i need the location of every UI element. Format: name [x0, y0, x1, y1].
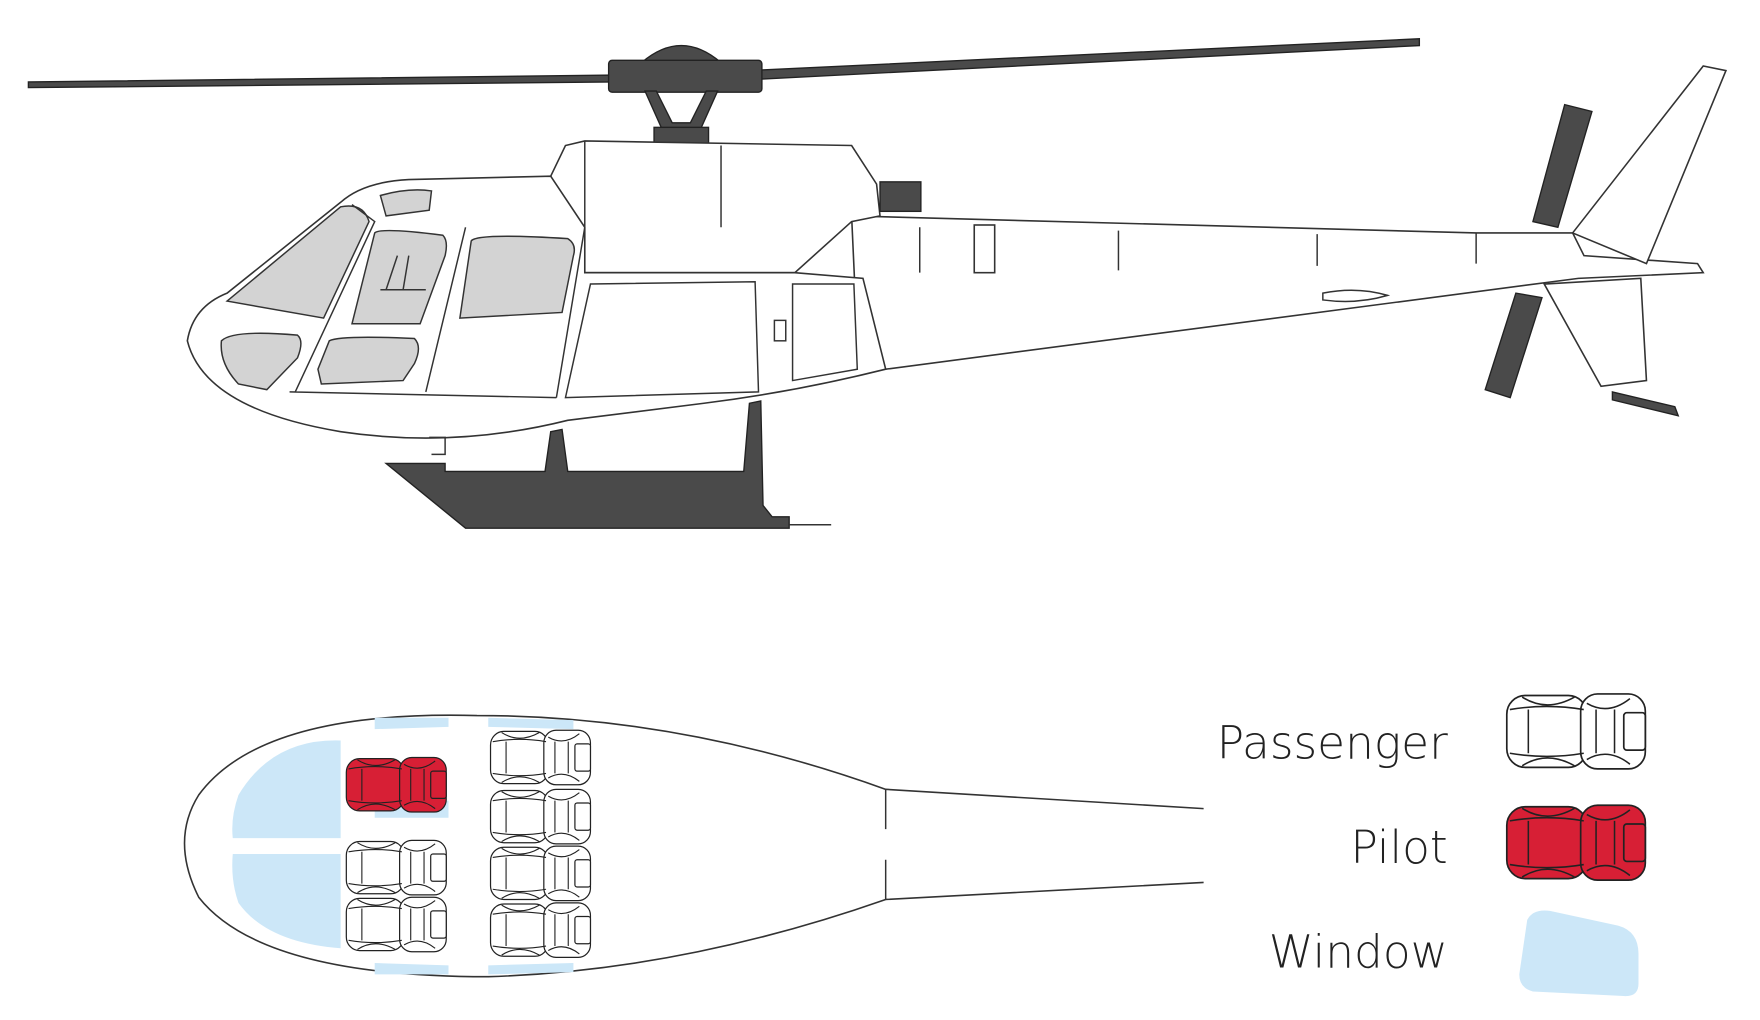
roof-window	[379, 189, 433, 217]
top-view-cabin	[183, 714, 1204, 978]
rear-hatch	[791, 283, 859, 382]
legend-window-label: Window	[1269, 926, 1448, 979]
tail-fin	[1571, 65, 1728, 265]
door-handle	[773, 319, 787, 342]
top-view-windows	[232, 717, 574, 975]
window-area	[232, 854, 341, 949]
tail-rotor-blade-top	[1532, 103, 1593, 229]
legend-window-swatch	[1519, 910, 1639, 997]
tail-fin-lower	[1542, 277, 1648, 388]
side-view-helicopter	[27, 38, 1728, 529]
legend-icons	[1505, 693, 1647, 882]
seat-layout	[345, 729, 592, 959]
passenger-seat	[489, 845, 592, 902]
rotor-mast-base	[653, 126, 710, 144]
window-area	[374, 963, 449, 975]
passenger-seat	[489, 729, 592, 786]
legend-pilot-seat-icon	[1505, 804, 1647, 882]
pilot-seat	[345, 756, 447, 813]
passenger-seat	[489, 902, 592, 959]
legend-pilot-label: Pilot	[1351, 821, 1448, 874]
rotor-hub	[607, 59, 763, 93]
door-frames	[289, 203, 586, 399]
window-frame-detail	[380, 255, 426, 291]
legend-passenger-label: Passenger	[1217, 717, 1448, 770]
window-area	[488, 963, 574, 975]
passenger-seat	[489, 788, 592, 845]
windshield	[225, 205, 370, 319]
passenger-seat	[345, 896, 447, 953]
tail-boom-seams	[919, 227, 1477, 273]
engine-cowling	[549, 140, 881, 274]
side-window-middle	[459, 235, 576, 319]
legend: Passenger Pilot Window	[1217, 693, 1647, 997]
passenger-seat	[345, 839, 447, 896]
window-area	[488, 717, 574, 730]
tail-rotor-blade-bottom	[1484, 292, 1543, 399]
tail-boom-band	[973, 224, 996, 274]
tail-skid	[1611, 391, 1680, 417]
window-area	[374, 717, 449, 730]
main-rotor-blade-right	[748, 38, 1421, 81]
tail-skid-slot	[1322, 289, 1391, 303]
chin-window	[220, 332, 302, 391]
legend-passenger-seat-icon	[1505, 693, 1647, 770]
lower-window	[317, 336, 420, 385]
window-area	[232, 740, 341, 839]
landing-skid	[384, 400, 790, 529]
exhaust	[879, 181, 922, 213]
step	[429, 436, 446, 456]
cargo-door	[564, 281, 760, 399]
side-window-front	[351, 229, 448, 325]
main-rotor-blade-left	[27, 74, 614, 89]
